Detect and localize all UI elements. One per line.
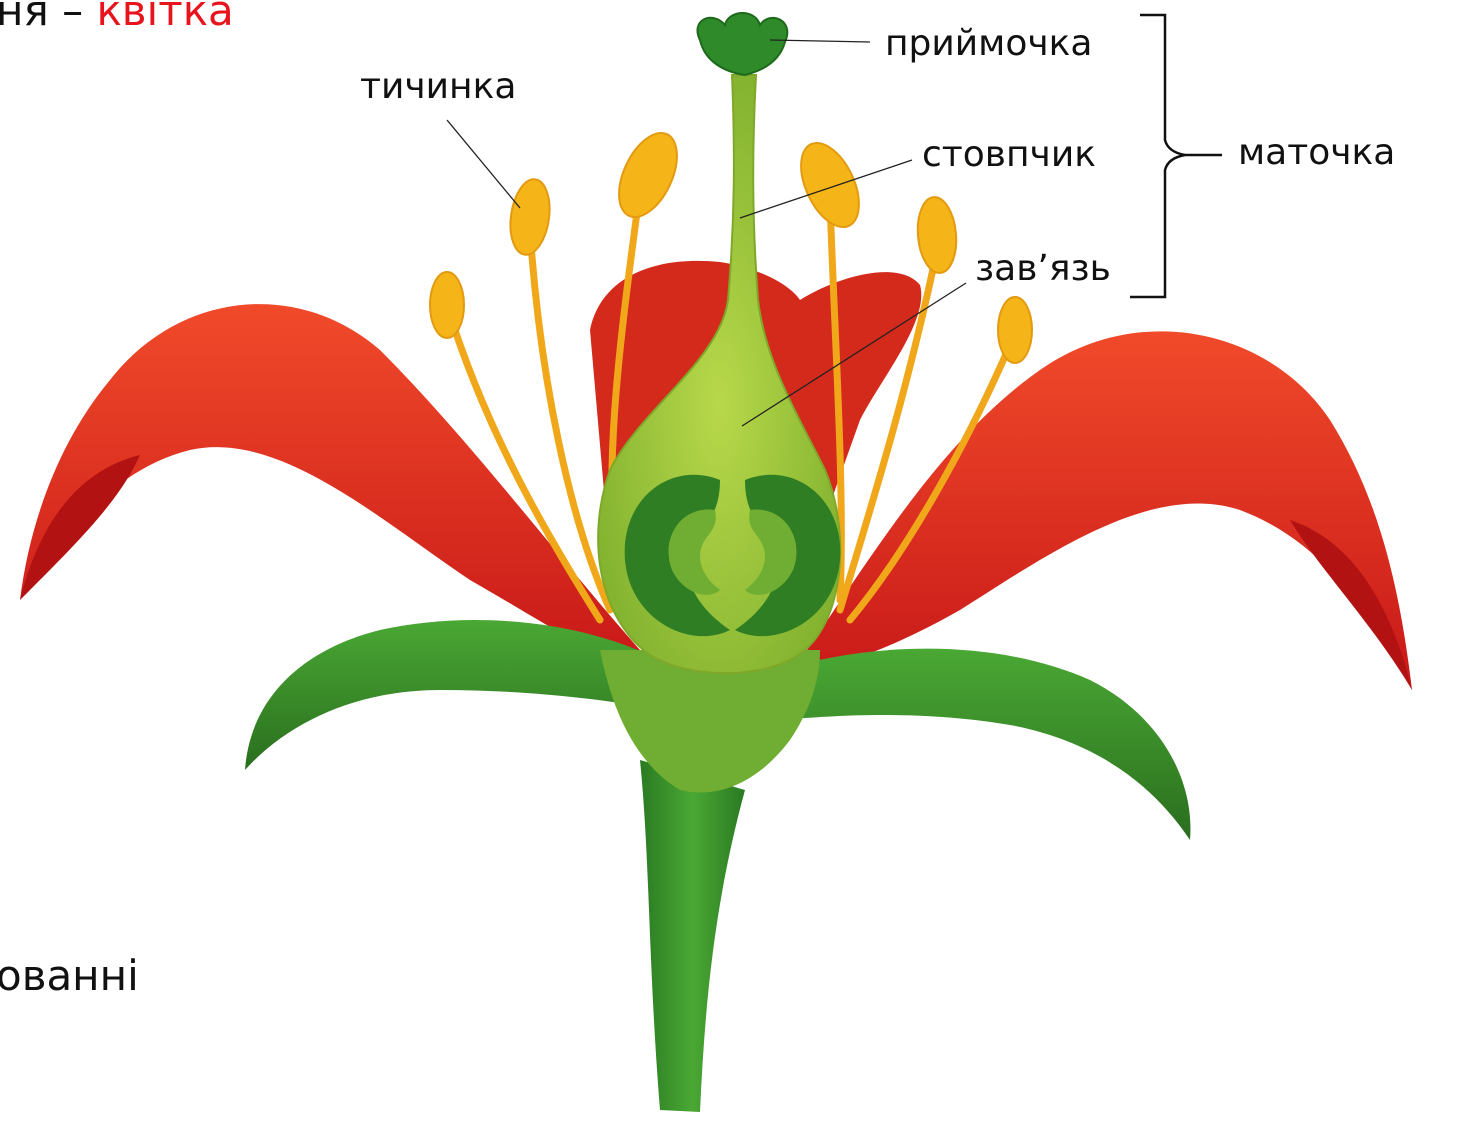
top-slide-text: ня – квітка bbox=[0, 0, 234, 35]
bottom-slide-text: ованні bbox=[0, 951, 139, 1000]
top-slide-text-accent: квітка bbox=[96, 0, 233, 35]
right-petal bbox=[800, 331, 1412, 690]
label-stamen: тичинка bbox=[360, 66, 516, 107]
label-stigma: приймочка bbox=[885, 23, 1092, 64]
label-pistil: маточка bbox=[1238, 132, 1395, 173]
stem bbox=[640, 760, 745, 1112]
pistil-bracket bbox=[1130, 15, 1185, 297]
stigma bbox=[697, 13, 787, 75]
label-ovary: зав’язь bbox=[975, 248, 1111, 289]
stamen-leader-line bbox=[447, 120, 520, 208]
right-sepal bbox=[780, 649, 1190, 840]
top-slide-text-dark: ня – bbox=[0, 0, 96, 35]
label-style: стовпчик bbox=[922, 134, 1096, 175]
left-sepal bbox=[245, 620, 660, 770]
